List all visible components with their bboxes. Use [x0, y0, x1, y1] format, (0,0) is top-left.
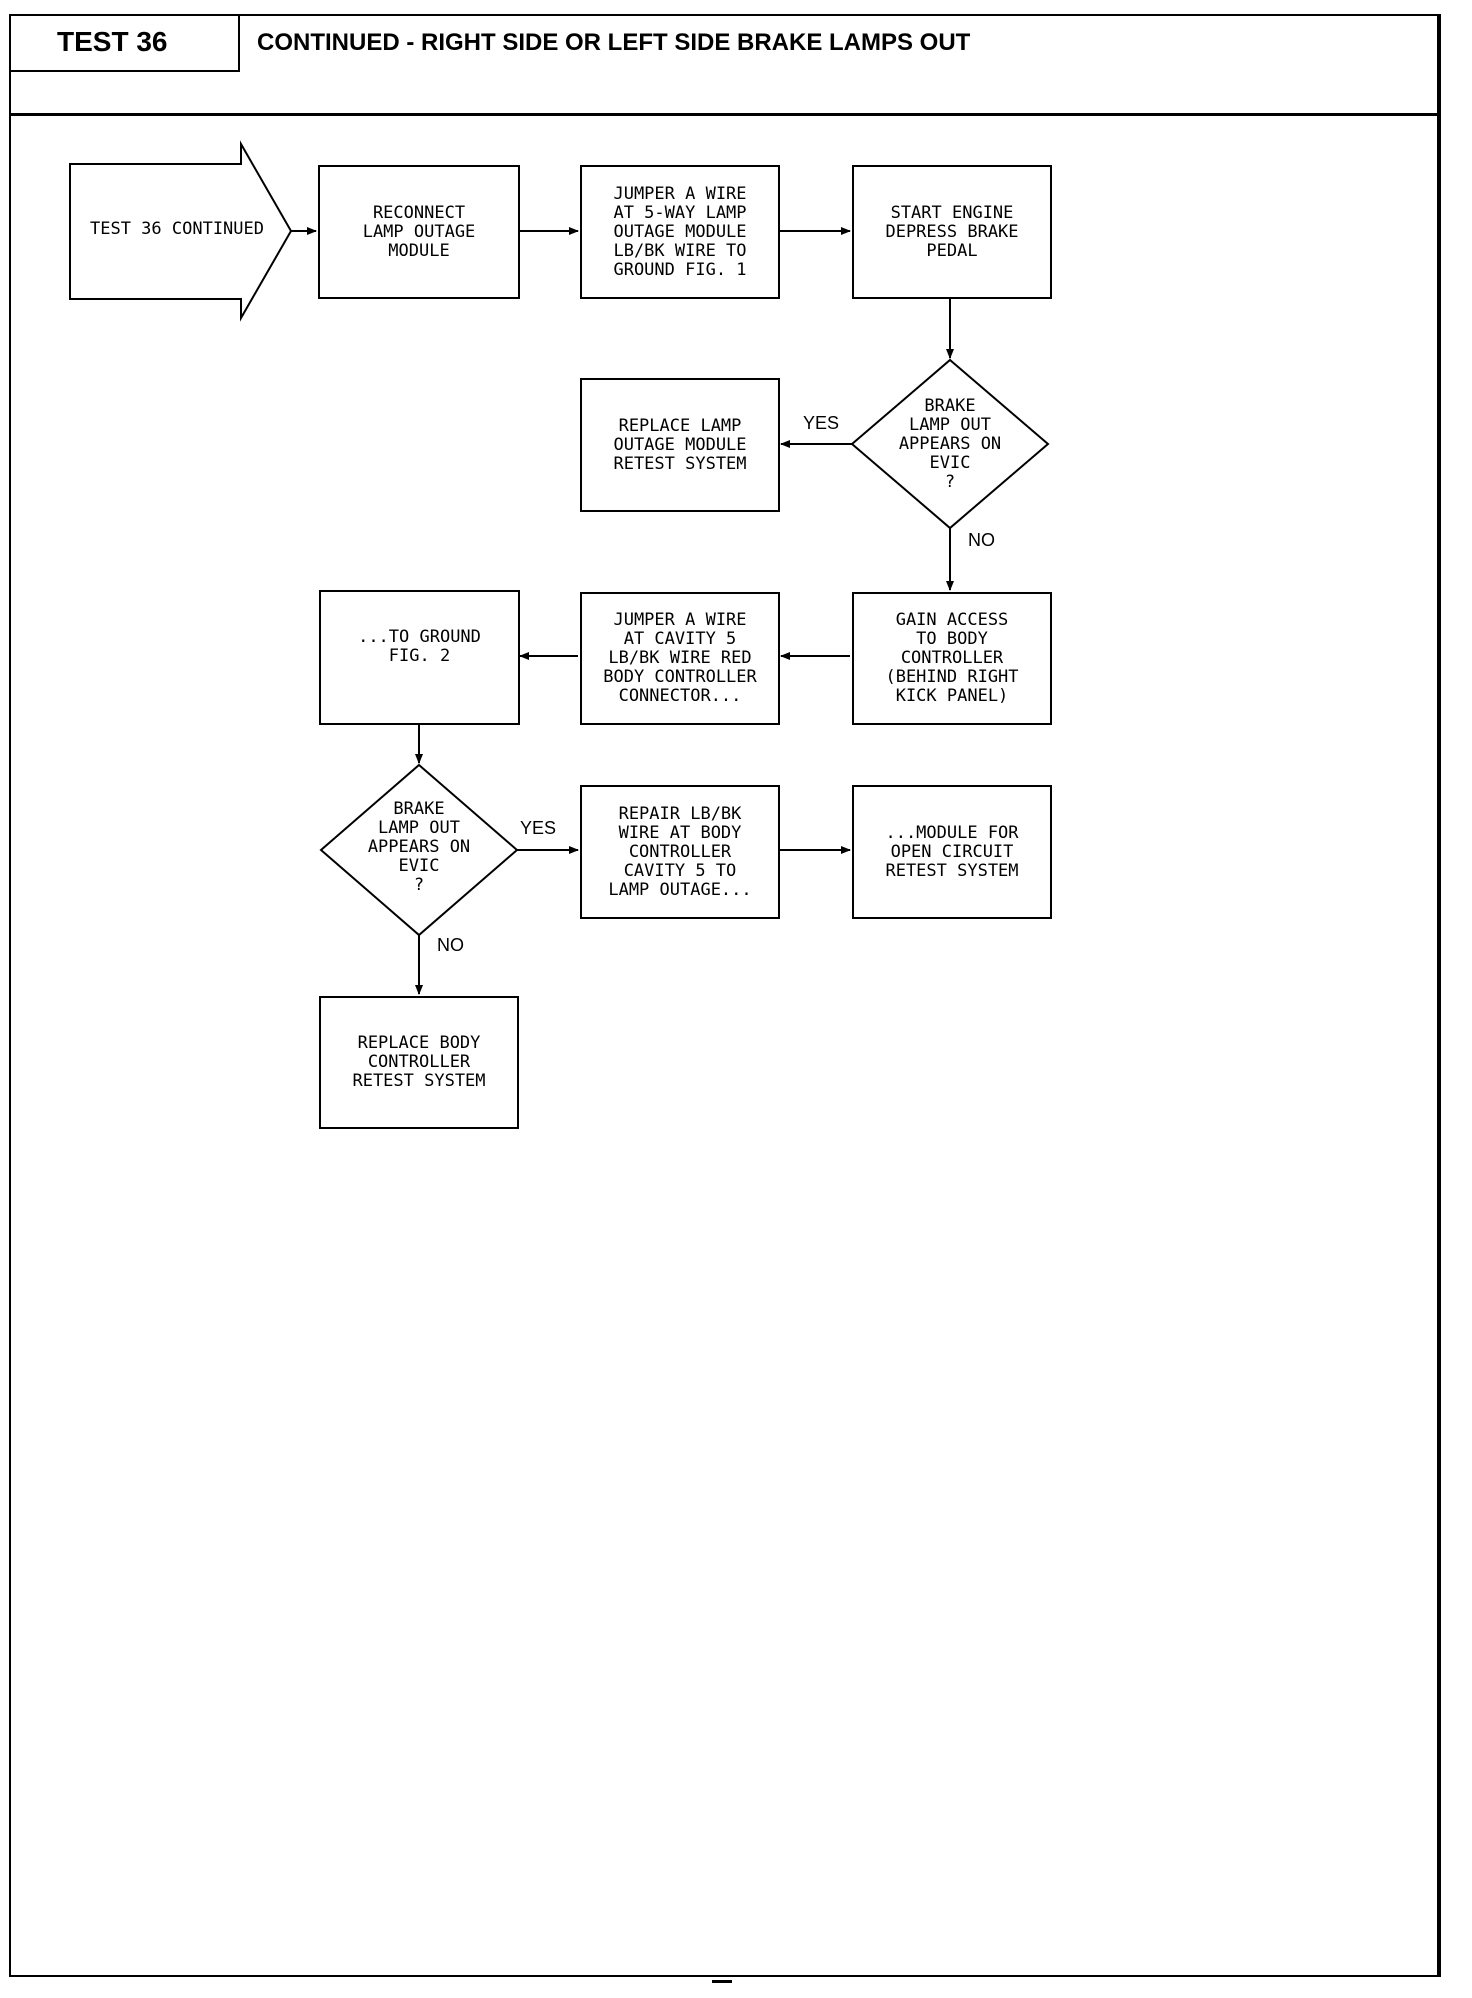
decision1-yes-label: YES: [803, 413, 840, 433]
node-jumper2: JUMPER A WIRE AT CAVITY 5 LB/BK WIRE RED…: [580, 592, 780, 725]
page-frame: [9, 14, 1441, 1977]
node-replace-module: REPLACE LAMP OUTAGE MODULE RETEST SYSTEM: [580, 378, 780, 512]
test-number-label: TEST 36: [9, 14, 240, 72]
decision2-label: BRAKE LAMP OUT APPEARS ON EVIC ?: [367, 799, 471, 895]
page-number-fragment: [712, 1980, 732, 1987]
page-header: TEST 36 CONTINUED - RIGHT SIDE OR LEFT S…: [9, 14, 1441, 116]
node-module-open: ...MODULE FOR OPEN CIRCUIT RETEST SYSTEM: [852, 785, 1052, 919]
decision1-label: BRAKE LAMP OUT APPEARS ON EVIC ?: [898, 396, 1002, 492]
node-repair: REPAIR LB/BK WIRE AT BODY CONTROLLER CAV…: [580, 785, 780, 919]
node-replace-body: REPLACE BODY CONTROLLER RETEST SYSTEM: [319, 996, 519, 1129]
decision2-yes-label: YES: [520, 818, 557, 838]
node-to-ground: ...TO GROUND FIG. 2: [319, 590, 520, 725]
node-start-engine: START ENGINE DEPRESS BRAKE PEDAL: [852, 165, 1052, 299]
start-arrow-label: TEST 36 CONTINUED: [90, 219, 264, 239]
decision1-no-label: NO: [968, 530, 995, 550]
start-block-arrow: [69, 140, 293, 322]
node-jumper1: JUMPER A WIRE AT 5-WAY LAMP OUTAGE MODUL…: [580, 165, 780, 299]
node-reconnect: RECONNECT LAMP OUTAGE MODULE: [318, 165, 520, 299]
page-title: CONTINUED - RIGHT SIDE OR LEFT SIDE BRAK…: [257, 29, 971, 56]
node-gain-access: GAIN ACCESS TO BODY CONTROLLER (BEHIND R…: [852, 592, 1052, 725]
decision2-no-label: NO: [437, 935, 464, 955]
